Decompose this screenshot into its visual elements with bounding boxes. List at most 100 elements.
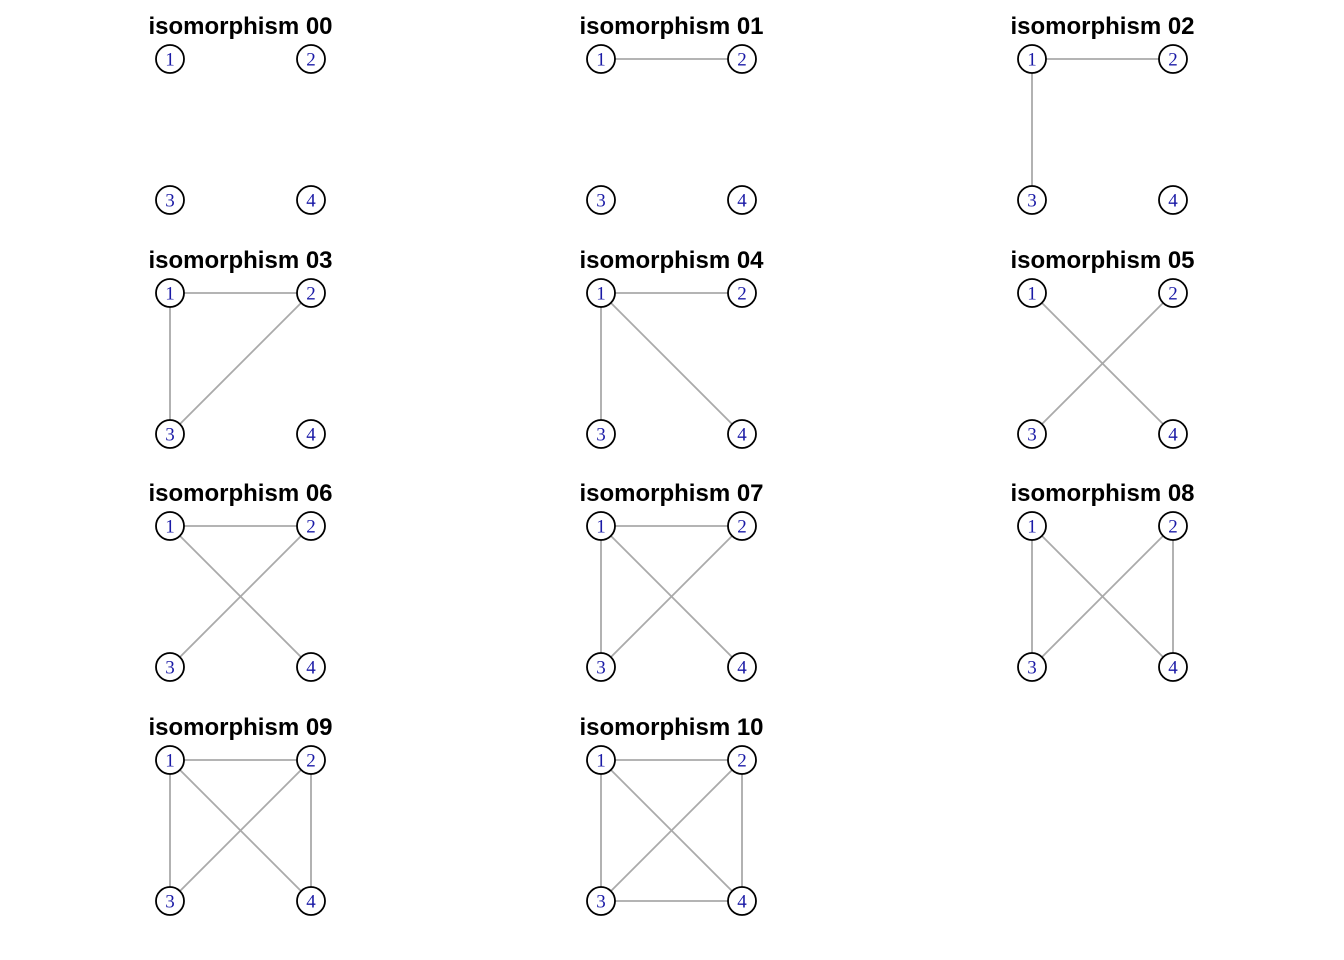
graph-title: isomorphism 03 [148,247,332,274]
edge-2-3 [600,525,743,668]
vertex-2 [1158,278,1188,308]
vertex-label: 3 [596,191,606,212]
vertex-label: 2 [737,284,747,305]
vertex-label: 3 [165,892,175,913]
vertex-2 [727,511,757,541]
vertex-label: 3 [165,658,175,679]
vertex-label: 2 [1168,50,1178,71]
vertex-label: 1 [1027,50,1037,71]
vertex-label: 2 [306,517,316,538]
vertex-2 [296,44,326,74]
vertex-label: 3 [1027,191,1037,212]
vertex-label: 2 [306,751,316,772]
graph-title: isomorphism 00 [148,13,332,40]
vertex-label: 1 [596,284,606,305]
vertex-label: 4 [1168,425,1178,446]
vertex-label: 4 [737,658,747,679]
vertex-4 [296,185,326,215]
vertex-4 [1158,652,1188,682]
edge-2-3 [600,759,743,902]
vertex-label: 3 [596,658,606,679]
vertex-label: 4 [737,191,747,212]
vertex-3 [586,652,616,682]
vertex-label: 3 [1027,425,1037,446]
vertex-2 [727,44,757,74]
vertex-label: 4 [306,425,316,446]
vertex-1 [1017,278,1047,308]
vertex-1 [155,44,185,74]
vertex-2 [296,745,326,775]
vertex-3 [155,652,185,682]
vertex-4 [1158,419,1188,449]
vertex-3 [586,185,616,215]
edge-2-3 [169,525,312,668]
vertex-label: 4 [306,191,316,212]
vertex-1 [1017,44,1047,74]
vertex-4 [727,652,757,682]
vertex-1 [586,44,616,74]
vertex-label: 2 [737,50,747,71]
vertex-1 [155,745,185,775]
vertex-1 [155,511,185,541]
graph-title: isomorphism 01 [579,13,763,40]
graph-panel: isomorphism 02 1 2 3 4 [1010,13,1195,215]
graph-title: isomorphism 06 [148,480,332,507]
edge-2-3 [169,292,312,435]
vertex-1 [155,278,185,308]
vertex-3 [155,886,185,916]
vertex-3 [586,419,616,449]
vertex-3 [1017,185,1047,215]
vertex-label: 2 [1168,517,1178,538]
vertex-2 [727,745,757,775]
edge-2-3 [1031,525,1174,668]
vertex-2 [296,511,326,541]
vertex-1 [586,745,616,775]
graph-panel: isomorphism 01 1 2 3 4 [579,13,764,215]
vertex-2 [1158,511,1188,541]
vertex-label: 3 [1027,658,1037,679]
vertex-4 [296,886,326,916]
vertex-label: 2 [737,517,747,538]
vertex-label: 1 [165,517,175,538]
vertex-1 [586,278,616,308]
graph-title: isomorphism 05 [1010,247,1194,274]
vertex-3 [1017,419,1047,449]
vertex-label: 4 [306,892,316,913]
vertex-4 [727,185,757,215]
edge-2-3 [169,759,312,902]
vertex-label: 1 [596,517,606,538]
edge-2-3 [1031,292,1174,435]
vertex-label: 4 [1168,191,1178,212]
vertex-label: 4 [306,658,316,679]
vertex-label: 2 [306,50,316,71]
vertex-label: 2 [306,284,316,305]
vertex-4 [727,419,757,449]
graph-title: isomorphism 09 [148,714,332,741]
vertex-3 [1017,652,1047,682]
vertex-label: 3 [165,425,175,446]
vertex-4 [296,419,326,449]
edge-1-4 [600,292,743,435]
vertex-label: 3 [165,191,175,212]
vertex-4 [296,652,326,682]
graph-title: isomorphism 02 [1010,13,1194,40]
vertex-label: 1 [165,284,175,305]
graph-panel: isomorphism 06 1 2 3 4 [148,480,333,682]
vertex-label: 1 [596,50,606,71]
vertex-label: 2 [737,751,747,772]
vertex-label: 1 [165,50,175,71]
vertex-3 [155,185,185,215]
vertex-2 [727,278,757,308]
vertex-label: 4 [737,425,747,446]
graph-panel: isomorphism 00 1 2 3 4 [148,13,333,215]
vertex-1 [586,511,616,541]
graph-title: isomorphism 04 [579,247,764,274]
graph-title: isomorphism 07 [579,480,763,507]
vertex-2 [1158,44,1188,74]
vertex-label: 1 [1027,284,1037,305]
graph-panel: isomorphism 07 1 2 3 4 [579,480,764,682]
